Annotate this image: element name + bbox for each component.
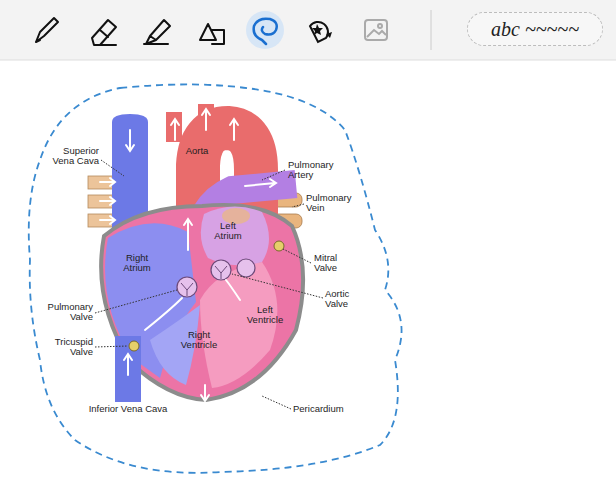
tool-text: abc ~~~~~ (491, 18, 579, 41)
vessel-label: Aorta (177, 146, 217, 156)
image-icon (365, 20, 387, 40)
lasso-icon (254, 19, 277, 44)
chamber-label: Right Ventricle (172, 330, 226, 350)
pulmonary-valve (177, 277, 197, 297)
valve-label: Tricuspid Valve (37, 337, 93, 357)
vessel-label: Pulmonary Artery (288, 160, 344, 180)
text-tool-pill: abc ~~~~~ (467, 12, 603, 46)
valve-label: Pulmonary Valve (37, 302, 93, 322)
left-atrium-chamber (201, 206, 269, 265)
leader-lines (95, 160, 323, 409)
highlighter-icon (144, 20, 170, 44)
left-ventricle-chamber (200, 262, 277, 388)
lasso-outline (29, 84, 402, 472)
sticker-icon (310, 22, 328, 42)
valve-label: Mitral Valve (314, 253, 358, 273)
eraser-icon (92, 20, 116, 45)
toolbar (0, 0, 616, 60)
valve-label: Aortic Valve (325, 289, 369, 309)
chamber-label: Left Ventricle (238, 305, 292, 325)
shapes-icon (200, 24, 224, 44)
chamber-label: Right Atrium (117, 253, 157, 273)
mitral-valve (274, 241, 284, 251)
vessel-label: Pulmonary Vein (306, 193, 362, 213)
flow-arrows (100, 109, 276, 401)
vessel-label: Inferior Vena Cava (78, 404, 178, 414)
tricuspid-valve (129, 341, 139, 351)
aortic-valve (211, 260, 231, 280)
vessel-label: Superior Vena Cava (47, 146, 99, 166)
chamber-label: Left Atrium (208, 221, 248, 241)
pen-icon (36, 18, 58, 42)
inferior-vena-cava (115, 336, 141, 402)
active-tool-bg (246, 11, 284, 49)
membrane-label: Pericardium (293, 404, 363, 414)
